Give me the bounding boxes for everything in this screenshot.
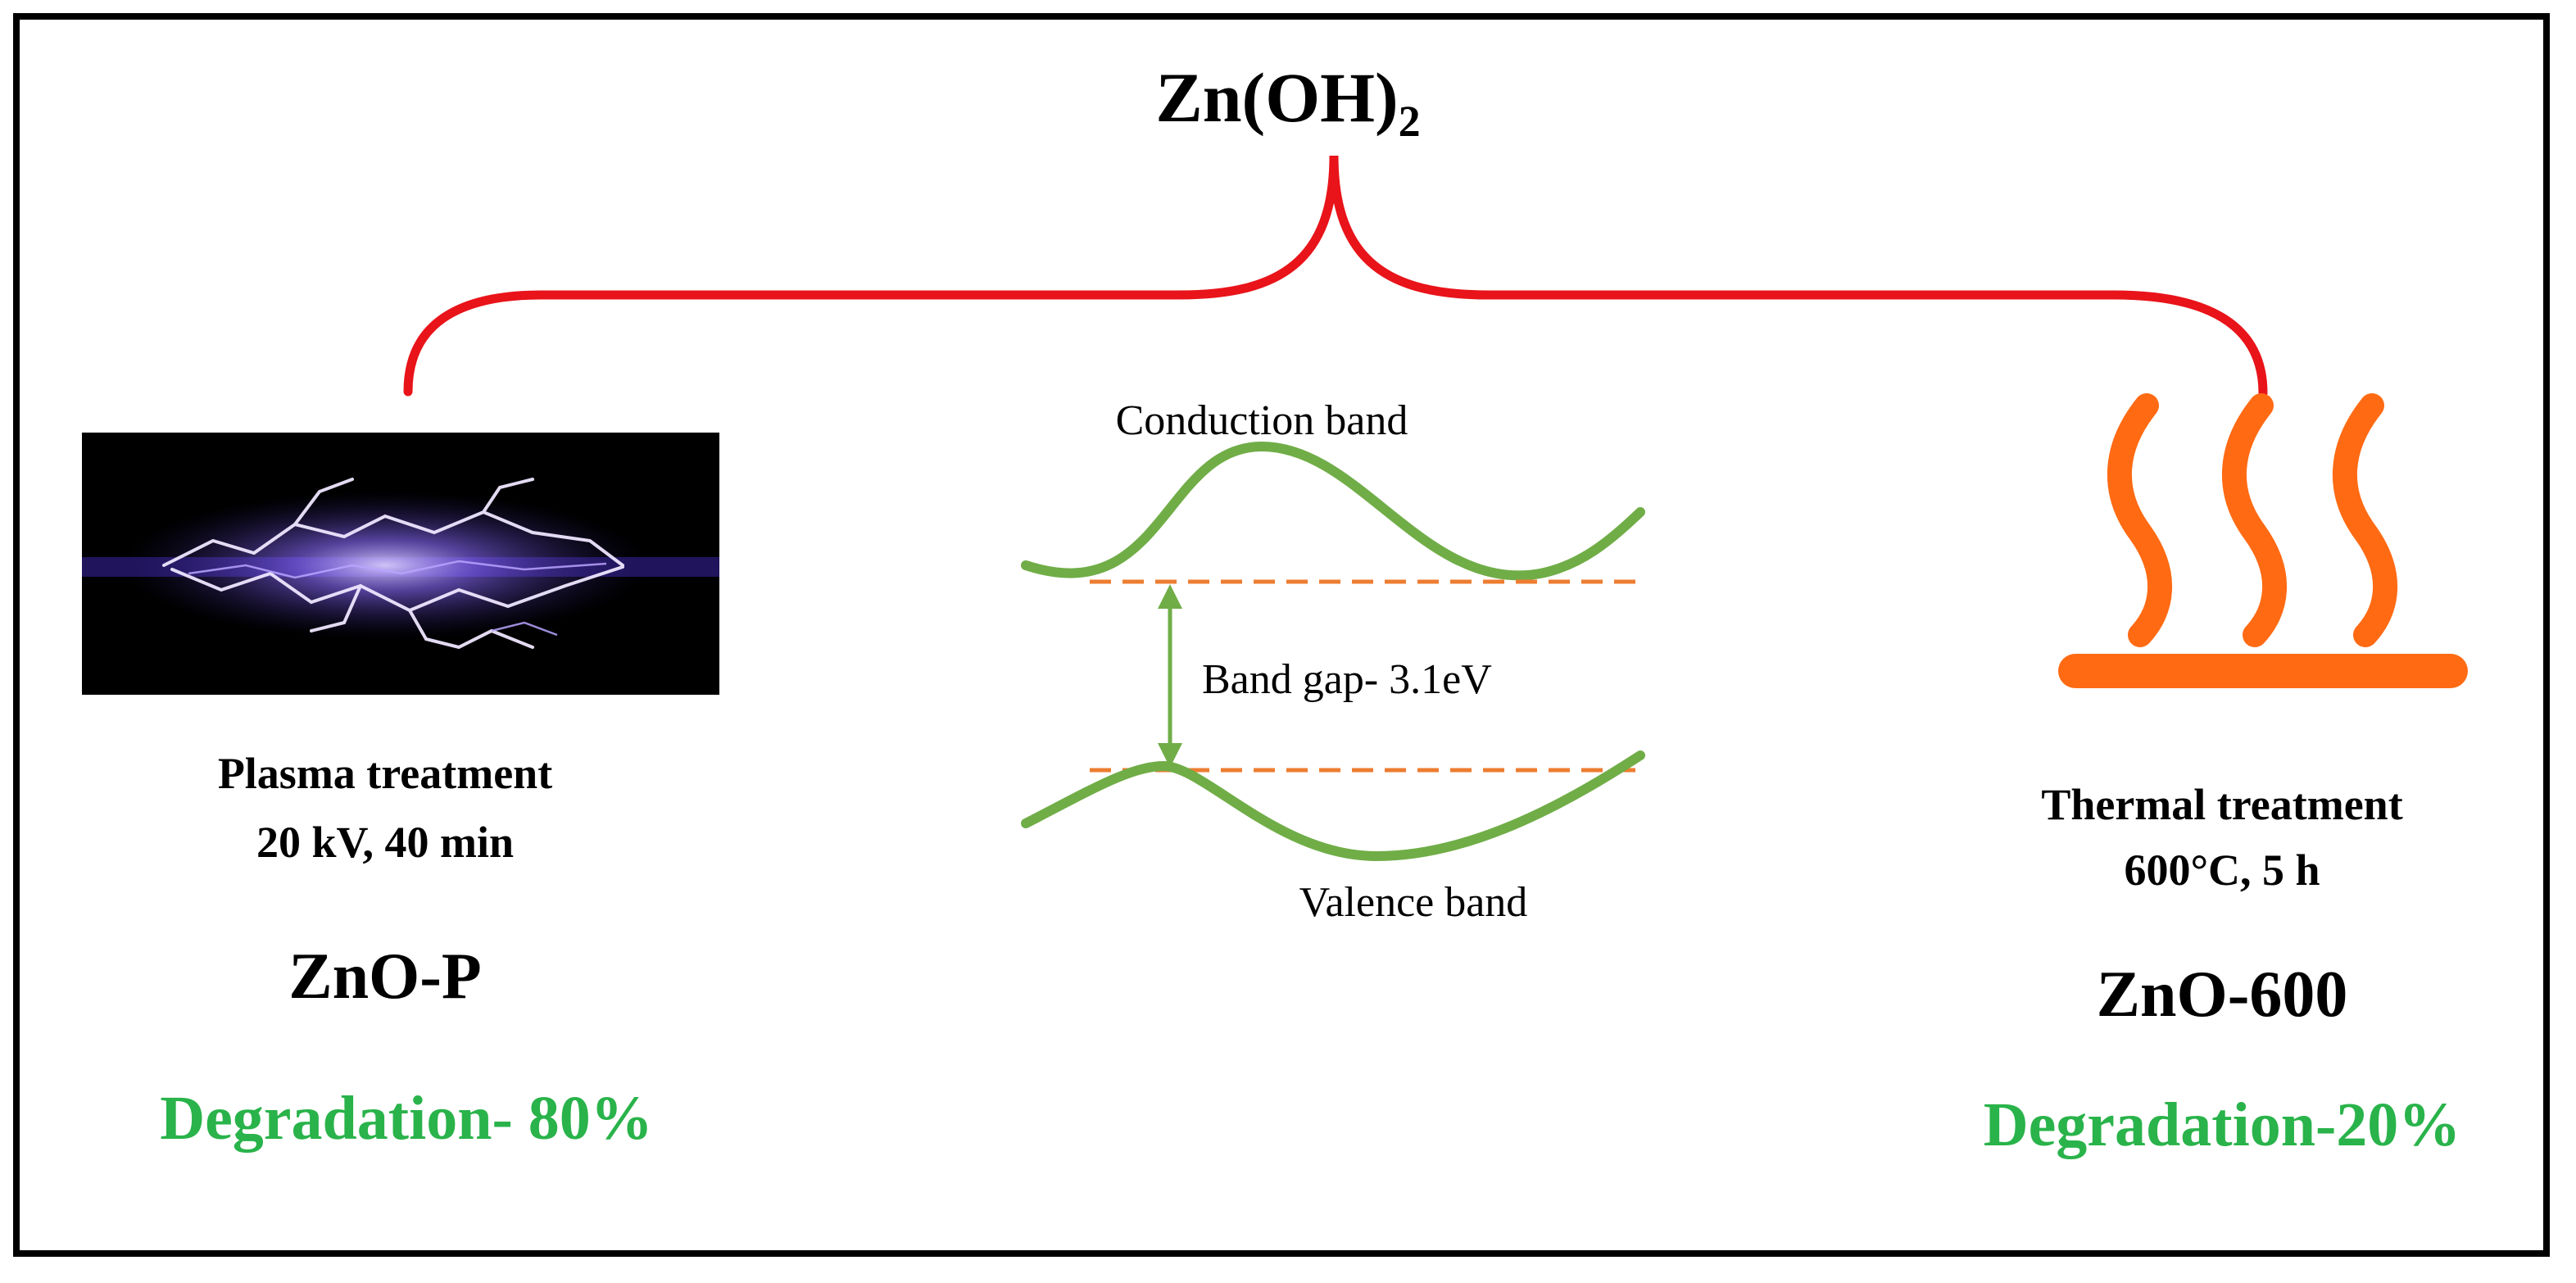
valence-band-label: Valence band <box>1299 879 1528 926</box>
red-bracket <box>403 155 2268 398</box>
right-treatment-label: Thermal treatment <box>2041 780 2402 829</box>
diagram-frame <box>13 13 2550 1257</box>
right-degradation-label: Degradation-20% <box>1984 1090 2461 1159</box>
band-diagram: Conduction band Band gap- 3.1eV Valence … <box>1021 397 1645 926</box>
precursor-label: Zn(OH)2 <box>1155 58 1420 146</box>
right-conditions-label: 600°C, 5 h <box>2124 846 2320 895</box>
band-gap-label: Band gap- 3.1eV <box>1202 656 1492 703</box>
left-sample-label: ZnO-P <box>288 941 482 1013</box>
plasma-lightning-icon <box>82 433 719 695</box>
left-degradation-label: Degradation- 80% <box>160 1084 653 1153</box>
valence-band-curve <box>1021 750 1645 862</box>
heat-icon <box>2058 393 2468 688</box>
conduction-band-curve <box>1021 441 1645 581</box>
left-treatment-label: Plasma treatment <box>218 749 552 798</box>
conduction-band-label: Conduction band <box>1116 397 1408 444</box>
left-conditions-label: 20 kV, 40 min <box>256 818 514 867</box>
right-sample-label: ZnO-600 <box>2097 959 2348 1031</box>
